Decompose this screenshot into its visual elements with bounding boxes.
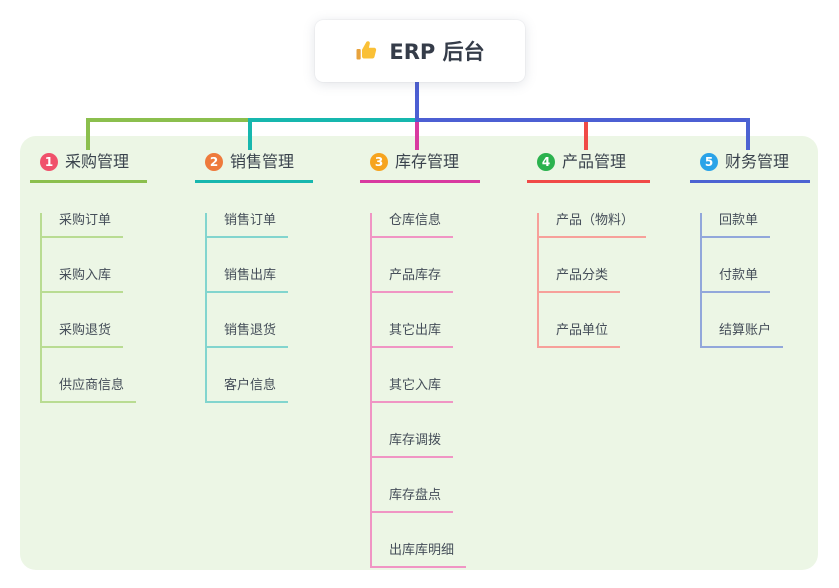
branch-sales-header[interactable]: 2 销售管理: [195, 150, 313, 183]
child-item[interactable]: 产品（物料）: [539, 213, 647, 238]
child-item[interactable]: 销售退货: [207, 323, 289, 348]
child-label: 库存调拨: [389, 433, 442, 448]
child-item[interactable]: 其它入库: [372, 378, 454, 403]
child-item[interactable]: 销售订单: [207, 213, 289, 238]
child-label: 产品库存: [389, 268, 442, 283]
child-item[interactable]: 产品分类: [539, 268, 621, 293]
branch-number-badge: 3: [370, 153, 388, 171]
child-label: 销售订单: [224, 213, 277, 228]
connector-drop-inventory: [415, 122, 419, 150]
branches-panel: [20, 136, 818, 570]
child-item[interactable]: 库存盘点: [372, 488, 454, 513]
child-item[interactable]: 回款单: [702, 213, 771, 238]
child-label: 采购订单: [59, 213, 112, 228]
child-label: 付款单: [719, 268, 759, 283]
child-item[interactable]: 出库库明细: [372, 543, 467, 568]
child-label: 产品分类: [556, 268, 609, 283]
branch-inventory-header[interactable]: 3 库存管理: [360, 150, 480, 183]
branch-inventory-children: 仓库信息 产品库存 其它出库 其它入库 库存调拨 库存盘点 出库库明细: [370, 213, 480, 568]
branch-purchase: 1 采购管理 采购订单 采购入库 采购退货 供应商信息: [30, 150, 147, 403]
child-label: 销售出库: [224, 268, 277, 283]
branch-number-badge: 1: [40, 153, 58, 171]
child-item[interactable]: 结算账户: [702, 323, 784, 348]
branch-number-badge: 4: [537, 153, 555, 171]
child-label: 客户信息: [224, 378, 277, 393]
child-label: 仓库信息: [389, 213, 442, 228]
branch-number-badge: 2: [205, 153, 223, 171]
child-item[interactable]: 库存调拨: [372, 433, 454, 458]
child-label: 其它出库: [389, 323, 442, 338]
branch-inventory: 3 库存管理 仓库信息 产品库存 其它出库 其它入库 库存调拨 库存盘点 出库库…: [360, 150, 480, 568]
child-label: 采购退货: [59, 323, 112, 338]
branch-sales-children: 销售订单 销售出库 销售退货 客户信息: [205, 213, 313, 403]
child-label: 库存盘点: [389, 488, 442, 503]
branch-purchase-children: 采购订单 采购入库 采购退货 供应商信息: [40, 213, 147, 403]
child-item[interactable]: 采购订单: [42, 213, 124, 238]
child-item[interactable]: 供应商信息: [42, 378, 137, 403]
branch-number-badge: 5: [700, 153, 718, 171]
child-label: 采购入库: [59, 268, 112, 283]
child-label: 出库库明细: [389, 543, 455, 558]
child-item[interactable]: 产品库存: [372, 268, 454, 293]
root-label: ERP 后台: [389, 40, 485, 64]
branch-finance-children: 回款单 付款单 结算账户: [700, 213, 810, 348]
branch-product-header[interactable]: 4 产品管理: [527, 150, 650, 183]
connector-drop-product: [584, 122, 588, 150]
child-item[interactable]: 仓库信息: [372, 213, 454, 238]
branch-sales: 2 销售管理 销售订单 销售出库 销售退货 客户信息: [195, 150, 313, 403]
child-label: 供应商信息: [59, 378, 125, 393]
child-item[interactable]: 采购退货: [42, 323, 124, 348]
connector-drop-finance: [746, 118, 750, 150]
thumbs-up-icon: [355, 39, 379, 63]
child-item[interactable]: 付款单: [702, 268, 771, 293]
branch-label: 财务管理: [725, 152, 790, 171]
branch-label: 销售管理: [230, 152, 295, 171]
child-label: 产品（物料）: [556, 213, 635, 228]
child-label: 其它入库: [389, 378, 442, 393]
connector-horizontal-purchase: [86, 118, 252, 122]
child-item[interactable]: 产品单位: [539, 323, 621, 348]
branch-product-children: 产品（物料） 产品分类 产品单位: [537, 213, 650, 348]
branch-product: 4 产品管理 产品（物料） 产品分类 产品单位: [527, 150, 650, 348]
branch-label: 库存管理: [395, 152, 460, 171]
connector-horizontal-finance: [415, 118, 750, 122]
child-item[interactable]: 销售出库: [207, 268, 289, 293]
branch-purchase-header[interactable]: 1 采购管理: [30, 150, 147, 183]
connector-horizontal-sales: [248, 118, 417, 122]
root-node[interactable]: ERP 后台: [315, 20, 525, 82]
child-item[interactable]: 客户信息: [207, 378, 289, 403]
child-item[interactable]: 其它出库: [372, 323, 454, 348]
branch-finance-header[interactable]: 5 财务管理: [690, 150, 810, 183]
child-label: 结算账户: [719, 323, 772, 338]
child-label: 回款单: [719, 213, 759, 228]
child-label: 销售退货: [224, 323, 277, 338]
connector-drop-purchase: [86, 118, 90, 150]
branch-label: 采购管理: [65, 152, 130, 171]
child-item[interactable]: 采购入库: [42, 268, 124, 293]
branch-label: 产品管理: [562, 152, 627, 171]
branch-finance: 5 财务管理 回款单 付款单 结算账户: [690, 150, 810, 348]
connector-drop-sales: [248, 118, 252, 150]
root-connector-line: [415, 82, 419, 120]
child-label: 产品单位: [556, 323, 609, 338]
